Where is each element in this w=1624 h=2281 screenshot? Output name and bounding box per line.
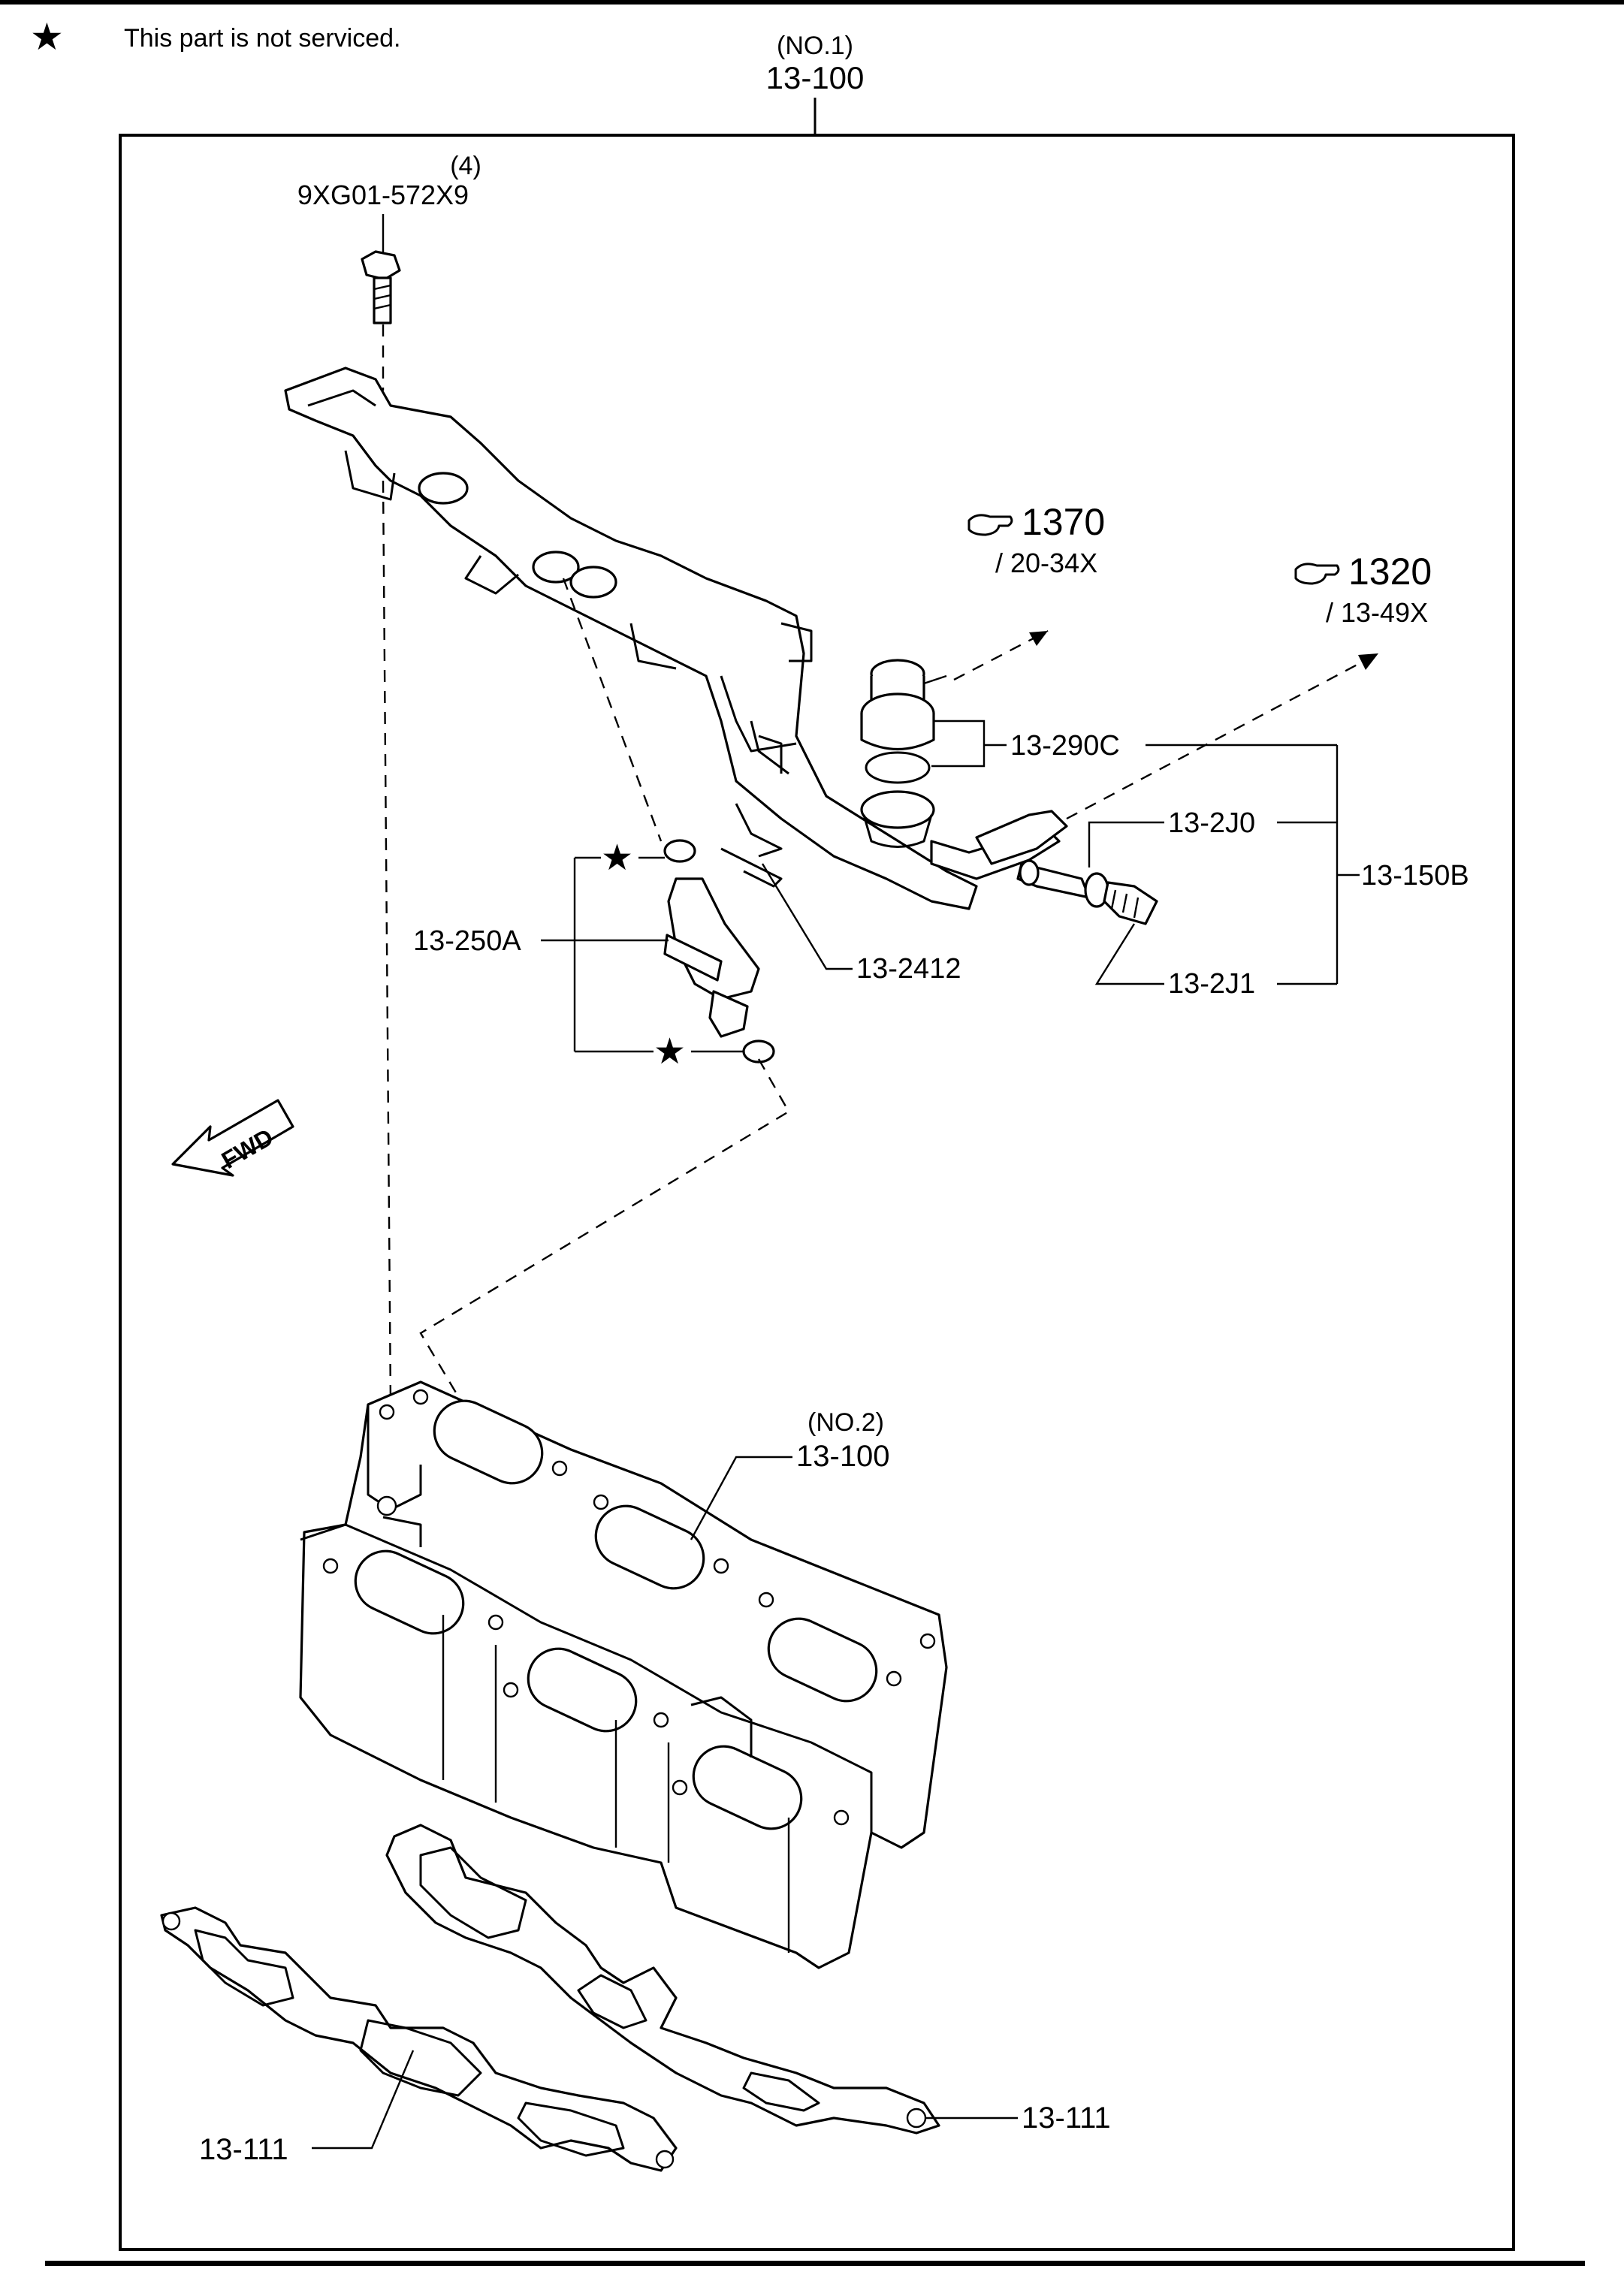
star-icon: ★ <box>30 16 64 58</box>
star-icon: ★ <box>654 1032 686 1072</box>
star-icon: ★ <box>601 838 633 878</box>
ref-1370: 1370 / 20-34X <box>967 501 1105 578</box>
gasket-left <box>160 1906 678 2172</box>
fuel-rail <box>284 367 978 910</box>
intake-manifold <box>299 1380 948 1969</box>
pointing-hand-icon <box>1294 563 1340 585</box>
header-code: 13-100 <box>766 60 865 95</box>
label-no2: (NO.2) <box>807 1408 884 1437</box>
label-13-2j0: 13-2J0 <box>1168 807 1255 839</box>
bottom-rule <box>45 2261 1585 2266</box>
label-13-2412: 13-2412 <box>856 953 961 985</box>
fuel-injector <box>663 839 775 1064</box>
bolt-part-number: 9XG01-572X9 <box>297 180 469 210</box>
top-rule <box>0 0 1624 5</box>
label-13-2j1: 13-2J1 <box>1168 968 1255 1000</box>
bolt <box>361 250 401 324</box>
label-13-111-right: 13-111 <box>1022 2101 1111 2135</box>
label-13-250a: 13-250A <box>413 925 521 957</box>
label-13-100-no2: 13-100 <box>796 1440 890 1473</box>
label-13-290c: 13-290C <box>1010 730 1120 762</box>
o-ring <box>865 751 931 784</box>
svg-text:/ 20-34X: / 20-34X <box>995 548 1097 578</box>
gasket-right <box>385 1824 940 2135</box>
svg-text:/ 13-49X: / 13-49X <box>1326 597 1428 628</box>
note-text: This part is not serviced. <box>124 24 400 53</box>
svg-text:1370: 1370 <box>1022 501 1105 543</box>
bolt-qty: (4) <box>450 152 481 180</box>
svg-text:1320: 1320 <box>1348 551 1432 593</box>
fitting-2j0 <box>1016 859 1109 908</box>
nut-2j1 <box>1103 881 1158 925</box>
clip-2412 <box>720 803 783 888</box>
label-13-150b: 13-150B <box>1361 860 1469 892</box>
header-sub: (NO.1) <box>777 32 853 60</box>
ref-1320: 1320 / 13-49X <box>1294 551 1432 628</box>
return-pipe <box>930 810 1068 880</box>
regulator-seat <box>860 790 935 848</box>
fwd-arrow-icon: FWD <box>171 1099 294 1177</box>
pointing-hand-icon <box>967 514 1013 536</box>
label-13-111-left: 13-111 <box>199 2133 288 2166</box>
pressure-regulator <box>860 659 947 750</box>
diagram-frame <box>119 134 1515 2251</box>
